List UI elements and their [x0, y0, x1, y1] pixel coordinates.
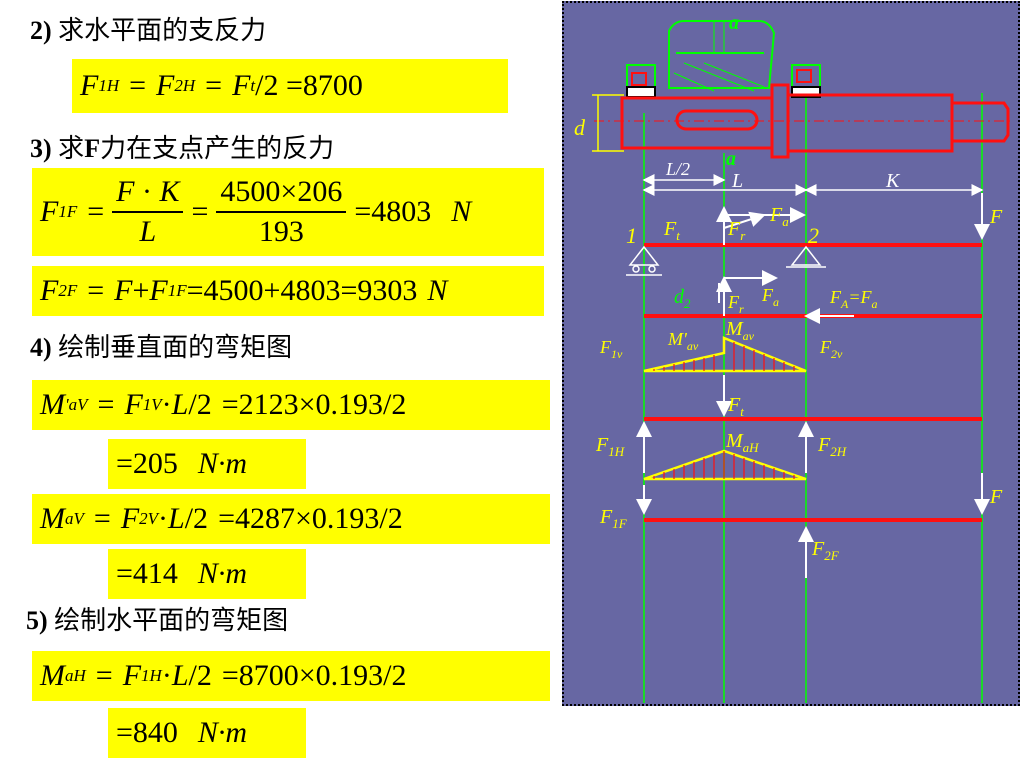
label-MaH: MaH: [725, 430, 759, 455]
label-a-top: a: [729, 12, 739, 34]
shaft: [594, 83, 1014, 159]
force-arrows-1: [716, 193, 990, 245]
shaft-force-diagram: d a a L/2 L K 1 2 Ft Fr Fa F d2 Fr Fa FA…: [574, 12, 1014, 703]
label-F2H: F2H: [817, 434, 847, 459]
heading-horizontal-reactions: 2) 求水平面的支反力: [30, 16, 267, 45]
label-F1H: F1H: [595, 434, 625, 459]
label-a-mid: a: [726, 148, 736, 170]
dimension-lines: [642, 174, 984, 196]
label-F2v: F2v: [819, 337, 843, 361]
label-Ft-1: Ft: [663, 218, 680, 243]
force-arrows-2: [716, 270, 854, 324]
label-Fr-1: Fr: [727, 218, 746, 243]
label-F2F: F2F: [811, 538, 840, 563]
shaft-diagram-panel: d a a L/2 L K 1 2 Ft Fr Fa F d2 Fr Fa FA…: [562, 1, 1020, 706]
label-support-1: 1: [626, 223, 637, 248]
label-Mav-prime: M'av: [667, 329, 699, 353]
label-Fa-1: Fa: [769, 204, 789, 229]
label-d: d: [574, 115, 586, 140]
vertical-moment-diagram: [643, 336, 807, 373]
label-FA-eq-Fa: FA=Fa: [829, 287, 878, 311]
label-support-2: 2: [808, 223, 819, 248]
bearing-left: [626, 64, 656, 98]
label-F-right-2: F: [989, 486, 1003, 508]
label-F1v: F1v: [599, 337, 623, 361]
label-Mav: Mav: [725, 318, 755, 343]
horizontal-moment-diagram: [643, 449, 807, 481]
dimension-d: [592, 94, 624, 152]
supports: [626, 245, 826, 276]
label-d2: d2: [674, 286, 691, 311]
label-F-right-1: F: [989, 206, 1003, 228]
bearing-right: [791, 64, 821, 98]
label-L: L: [731, 170, 743, 192]
label-L-half: L/2: [665, 159, 690, 179]
label-Ft-3: Ft: [727, 394, 744, 419]
label-F1F: F1F: [599, 506, 628, 531]
label-Fr-2: Fr: [727, 292, 744, 316]
force-arrows-4: [636, 473, 990, 578]
heading-force-reactions: 3) 求F力在支点产生的反力: [30, 134, 335, 163]
force-arrows-3: [636, 375, 814, 473]
label-Fa-2: Fa: [761, 285, 779, 309]
heading-vertical-moment: 4) 绘制垂直面的弯矩图: [30, 333, 293, 362]
gear: [668, 20, 776, 92]
label-K: K: [885, 170, 901, 192]
heading-horizontal-moment: 5) 绘制水平面的弯矩图: [26, 606, 289, 635]
